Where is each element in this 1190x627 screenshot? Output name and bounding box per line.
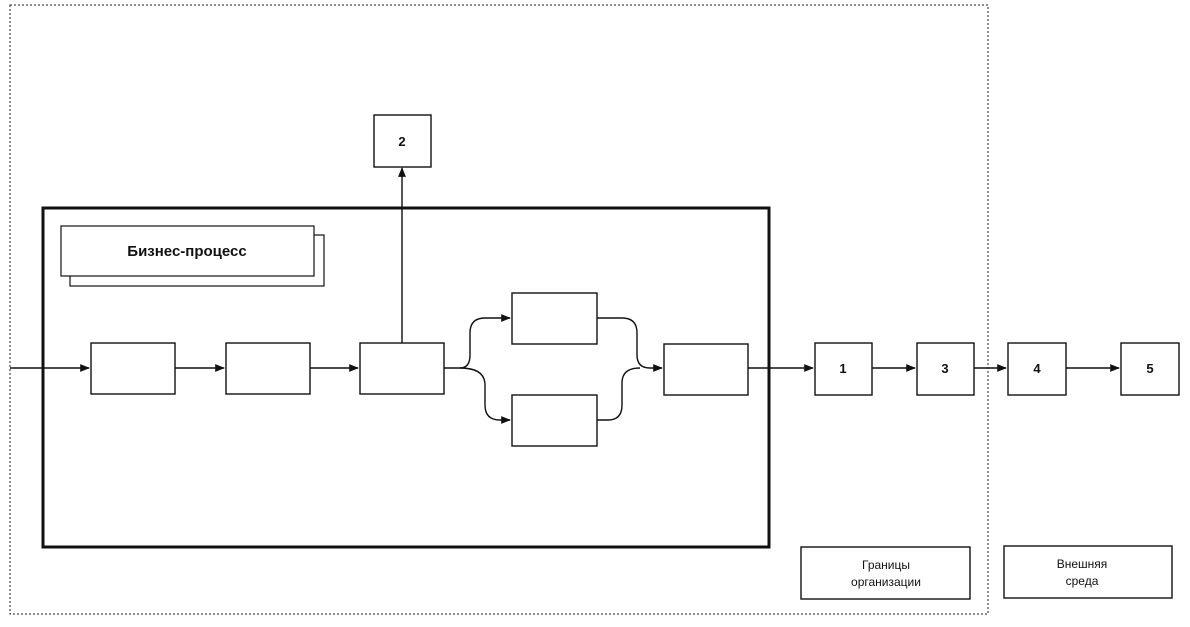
process-step-branch-top (511, 292, 598, 345)
legend-environment-line1: Внешняя (1057, 557, 1108, 571)
external-node-1-label: 1 (839, 361, 846, 376)
flow-fork-bottom (459, 367, 511, 424)
external-node-3 (916, 342, 975, 396)
process-step-3 (359, 342, 445, 395)
external-node-4 (1007, 342, 1067, 396)
legend-organization-line1: Границы (862, 558, 910, 572)
legend-organization-line2: организации (851, 575, 921, 589)
external-node-5-label: 5 (1146, 361, 1153, 376)
external-node-5 (1120, 342, 1180, 396)
business-process-container (41, 206, 771, 549)
external-node-2 (373, 114, 432, 168)
process-step-branch-bottom (511, 394, 598, 447)
legend-environment (1003, 545, 1173, 599)
process-step-1 (90, 342, 176, 395)
process-title-tab: Бизнес-процесс (60, 225, 325, 287)
legend-environment-line2: среда (1066, 574, 1099, 588)
flow-fork-top (444, 314, 511, 369)
flow-merge-top (597, 317, 663, 372)
legend-organization (800, 546, 971, 600)
organization-boundary (9, 4, 989, 615)
external-node-3-label: 3 (941, 361, 948, 376)
process-title: Бизнес-процесс (127, 243, 246, 260)
process-step-2 (225, 342, 311, 395)
external-node-2-label: 2 (398, 134, 405, 149)
external-node-1 (814, 342, 873, 396)
process-step-final (663, 343, 749, 396)
external-node-4-label: 4 (1033, 361, 1041, 376)
flow-merge-bottom (597, 367, 641, 421)
